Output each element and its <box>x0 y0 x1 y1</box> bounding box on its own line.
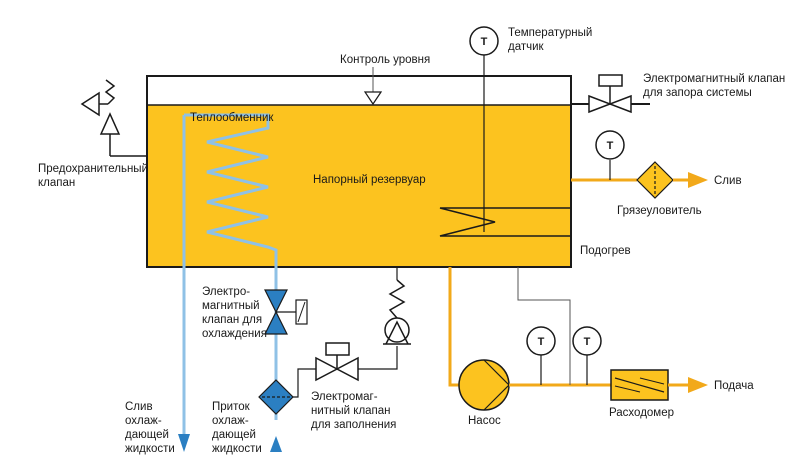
label-coolant-drain-3: дающей <box>125 429 169 441</box>
label-shutoff-valve-1: Электромагнитный клапан <box>643 73 785 85</box>
coolant-drain-arrow <box>178 434 190 452</box>
label-coolant-inlet-1: Приток <box>212 401 251 413</box>
label-safety-valve-2: клапан <box>38 177 75 189</box>
label-cooling-valve-1: Электро- <box>202 286 250 298</box>
drain-line: Т <box>571 130 708 199</box>
label-coolant-inlet-2: охлаж- <box>212 415 249 427</box>
label-fill-valve-3: для заполнения <box>311 419 396 431</box>
gauge-letter: Т <box>538 336 545 348</box>
thermometer-icon <box>595 130 625 160</box>
thermometer-icon <box>572 326 602 356</box>
label-coolant-drain-4: жидкости <box>125 443 175 455</box>
label-cooling-valve-3: клапан для <box>202 314 262 326</box>
solenoid-valve-icon <box>571 74 650 114</box>
level-marker-icon <box>363 67 383 106</box>
cooling-valve <box>264 289 308 335</box>
tank-liquid <box>148 105 570 266</box>
label-safety-valve-1: Предохранительный <box>38 163 148 175</box>
heat-exchanger-coil <box>178 113 282 452</box>
temp-sensor: Т <box>469 26 499 232</box>
label-pump: Насос <box>468 415 501 427</box>
label-level-control: Контроль уровня <box>340 54 430 66</box>
thermometer-icon <box>469 26 499 56</box>
fill-line <box>293 268 411 398</box>
coolant-inlet-arrow <box>270 436 282 452</box>
label-cooling-valve-4: охлаждения <box>202 328 267 340</box>
label-coolant-inlet-3: дающей <box>212 429 256 441</box>
label-fill-valve-1: Электромаг- <box>311 391 378 403</box>
strainer-icon <box>258 379 294 415</box>
label-coolant-drain-1: Слив <box>125 401 153 413</box>
heater-coil <box>439 207 571 237</box>
gauge-letter: Т <box>481 36 488 48</box>
label-supply: Подача <box>714 380 754 392</box>
label-flowmeter: Расходомер <box>609 407 674 419</box>
gauge-letter: Т <box>584 336 591 348</box>
label-temp-sensor-2: датчик <box>508 41 545 53</box>
label-drain: Слив <box>714 175 742 187</box>
label-strainer: Грязеуловитель <box>617 205 702 217</box>
label-shutoff-valve-2: для запора системы <box>643 87 752 99</box>
safety-valve-icon <box>80 79 147 157</box>
label-heating: Подогрев <box>580 245 631 257</box>
check-valve-icon <box>383 279 411 345</box>
label-temp-sensor-1: Температурный <box>508 27 592 39</box>
label-pressure-tank: Напорный резервуар <box>313 174 426 186</box>
label-coolant-inlet-4: жидкости <box>212 443 262 455</box>
supply-line: Т Т <box>448 267 708 411</box>
label-heat-exchanger: Теплообменник <box>190 112 274 124</box>
label-coolant-drain-2: охлаж- <box>125 415 162 427</box>
thermometer-icon <box>526 326 556 356</box>
flowmeter-icon <box>610 369 669 401</box>
label-cooling-valve-2: магнитный <box>202 300 260 312</box>
pump-icon <box>458 359 510 411</box>
label-fill-valve-2: нитный клапан <box>311 405 391 417</box>
gauge-letter: Т <box>607 140 614 152</box>
